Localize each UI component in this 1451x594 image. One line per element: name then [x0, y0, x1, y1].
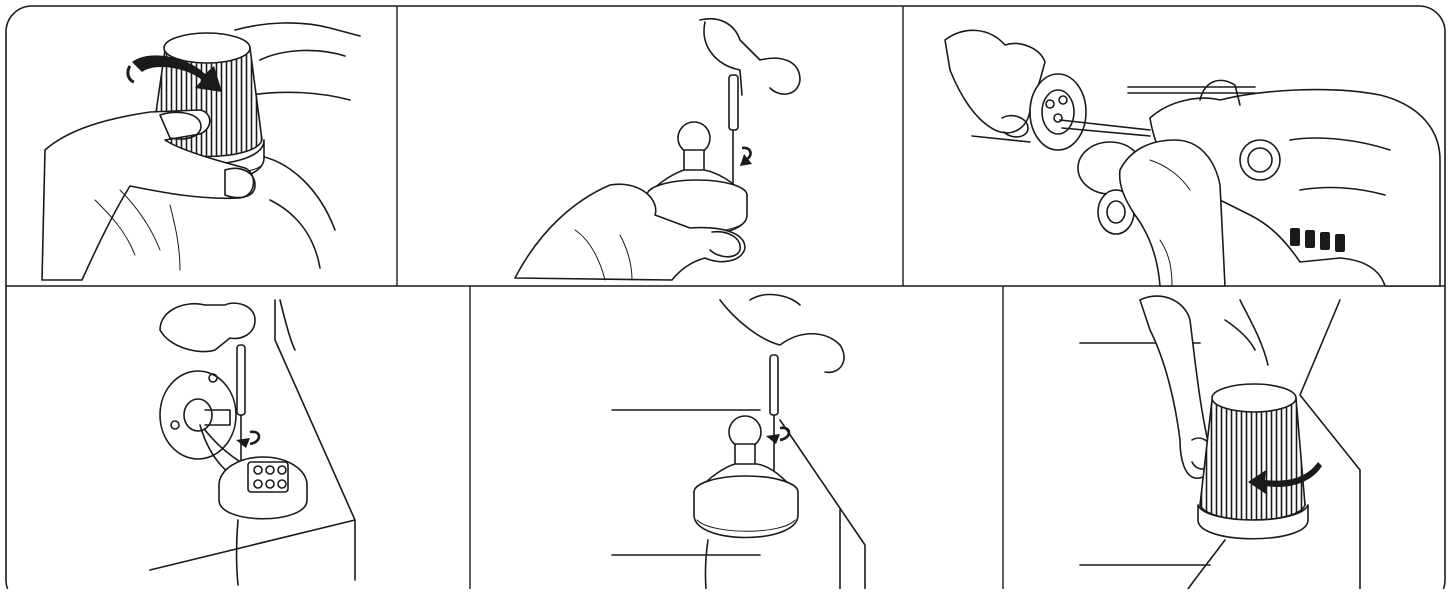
panel-step-4: [150, 300, 355, 585]
unscrew-cover-icon: [42, 23, 360, 280]
remove-screw-icon: [515, 19, 800, 280]
panel-step-2: [515, 19, 800, 280]
wire-terminal-icon: [150, 300, 355, 585]
fasten-base-icon: [612, 295, 865, 589]
panel-step-6: [1080, 296, 1360, 589]
panel-step-1: [42, 23, 360, 280]
drill-wall-icon: [945, 30, 1440, 286]
panel-step-3: [945, 30, 1440, 286]
screw-cover-icon: [1080, 296, 1360, 589]
panel-step-5: [612, 295, 865, 589]
